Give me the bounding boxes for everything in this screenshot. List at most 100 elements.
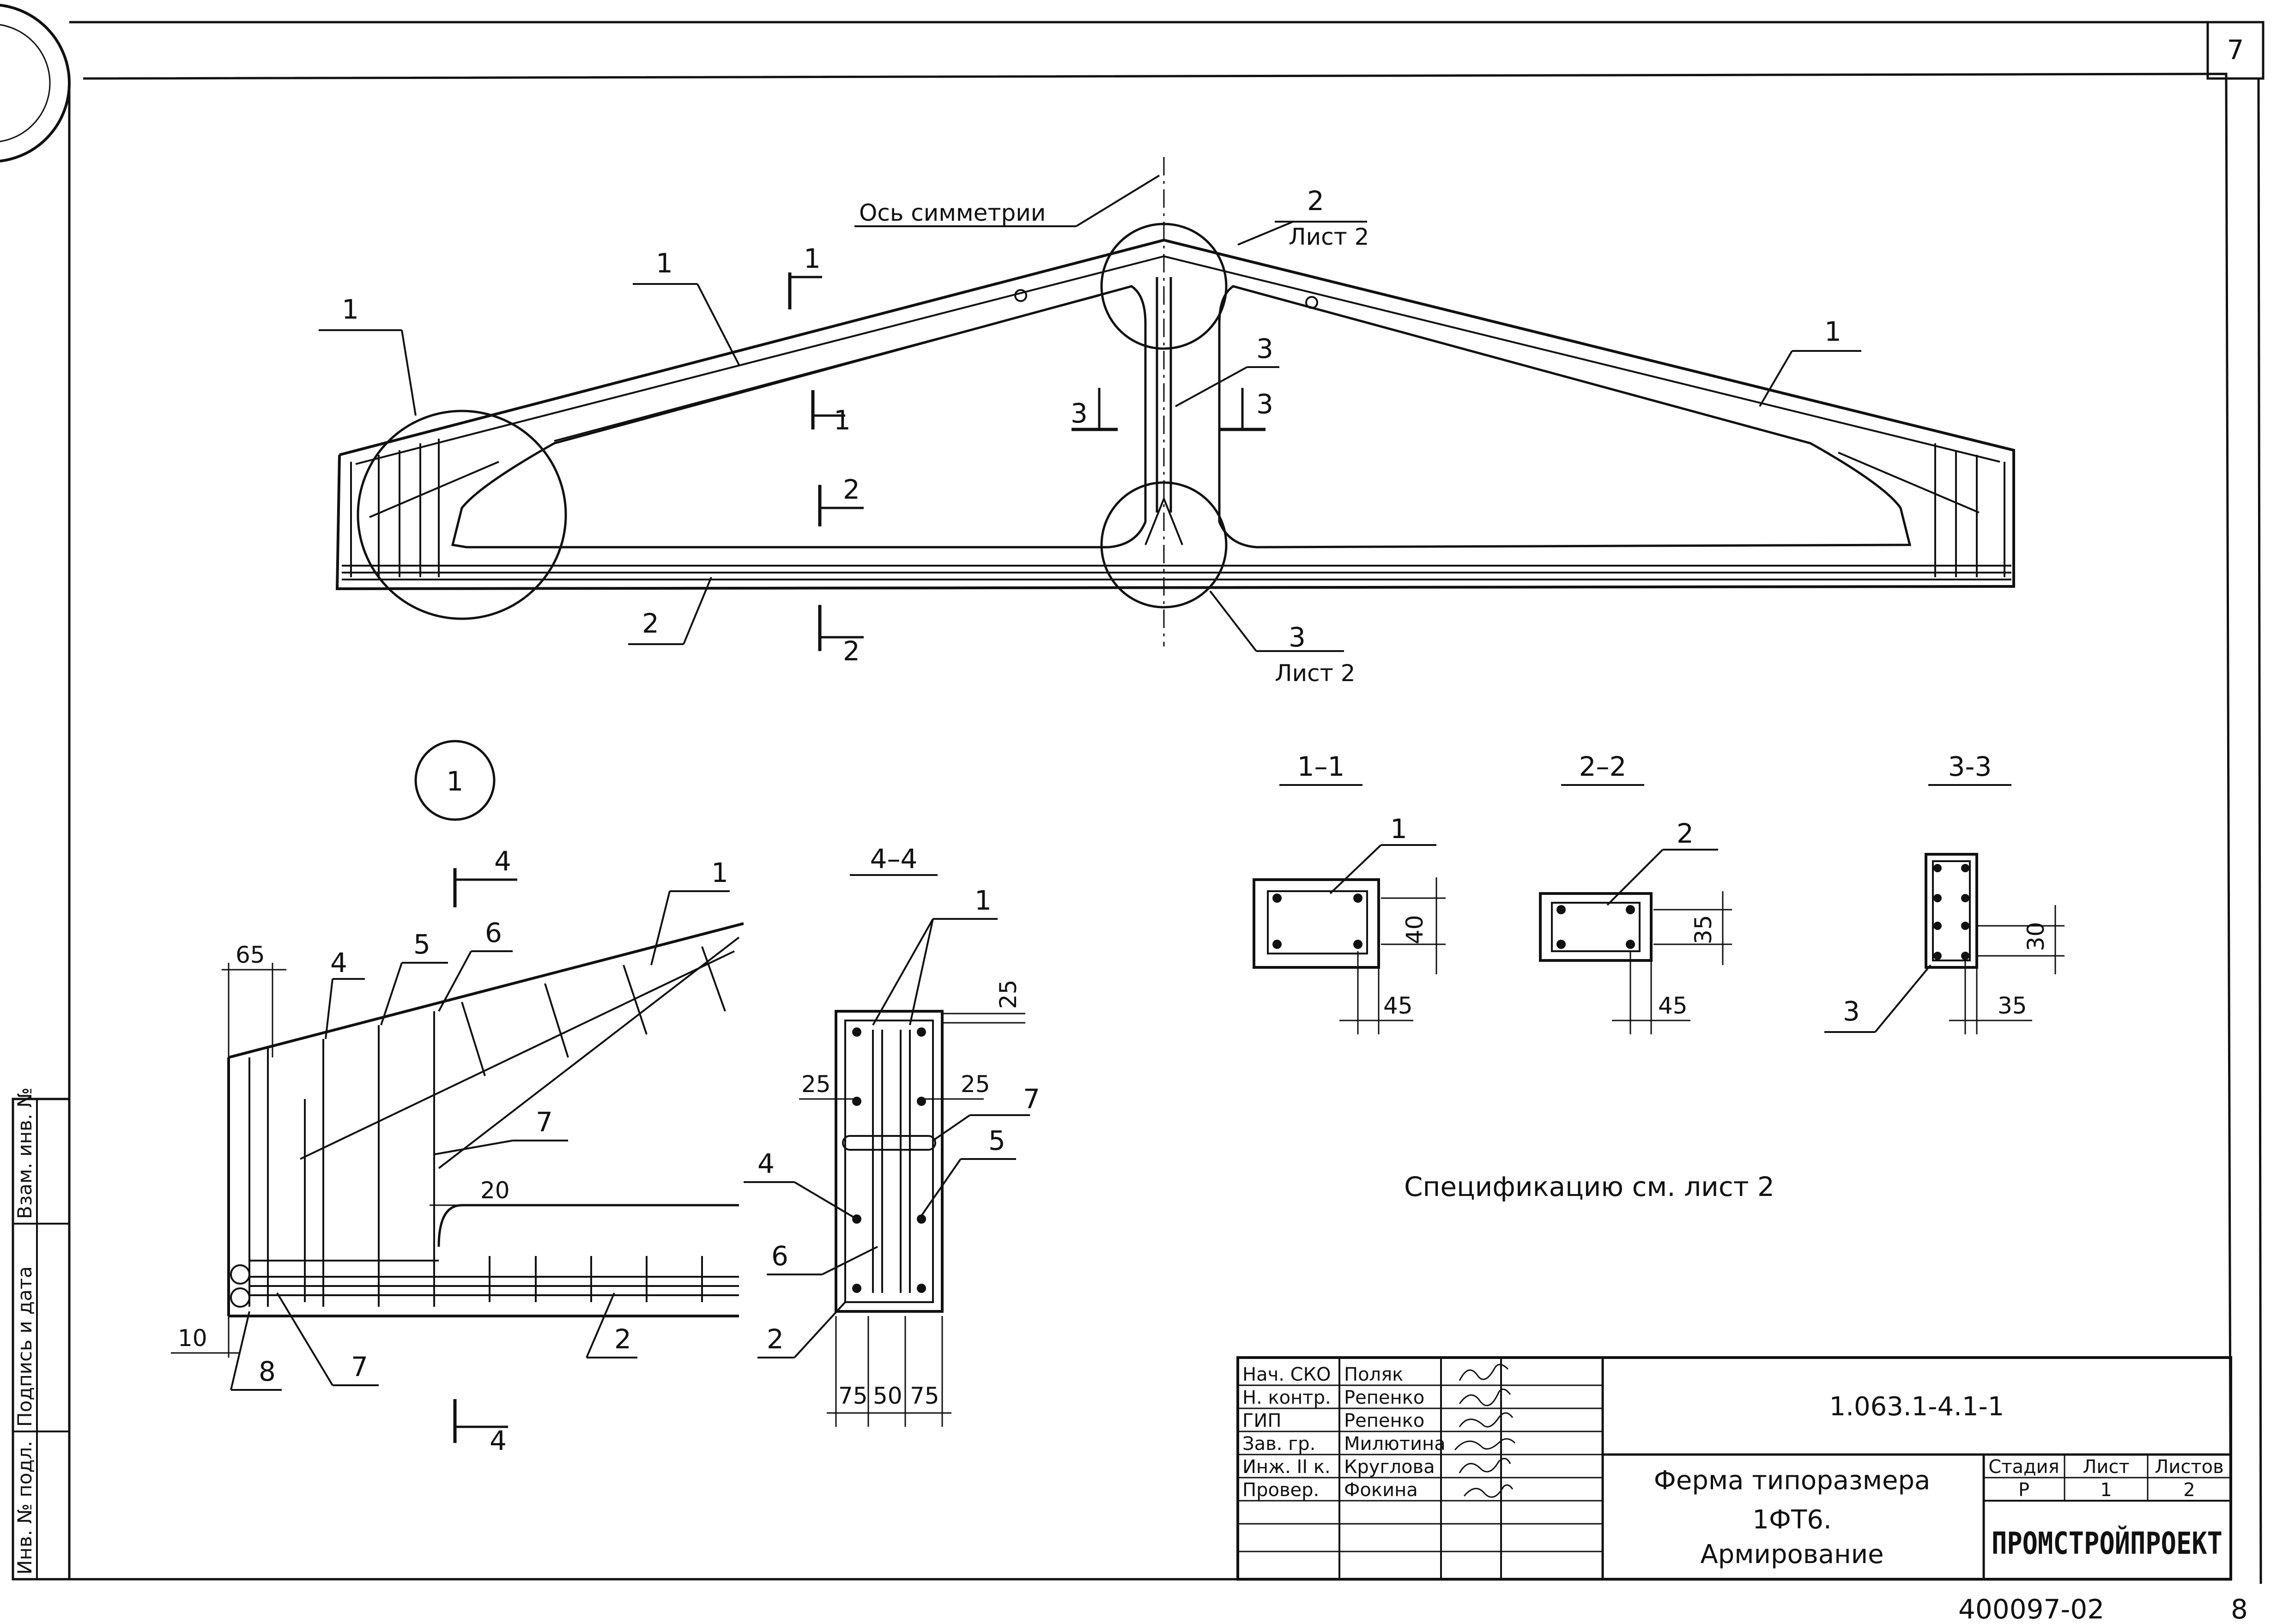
detail-pos-7b: 7 <box>351 1351 368 1383</box>
detail-pos-7a: 7 <box>536 1106 553 1138</box>
node-circle-left <box>357 410 567 620</box>
section-2-2-dim-v: 35 <box>1690 915 1717 944</box>
detail-1-drawing <box>227 922 744 1317</box>
tb-name-4: Круглова <box>1344 1456 1435 1478</box>
detail-pos-4: 4 <box>330 947 347 978</box>
detail-pos-8: 8 <box>259 1356 276 1387</box>
truss-elevation <box>335 157 2015 646</box>
section-1-1: 1–1 <box>1253 751 1446 1034</box>
node-2-sheet-label: Лист 2 <box>1289 223 1369 250</box>
section-3-3: 3-3 <box>1824 751 2065 1034</box>
cut-3-right-label: 3 <box>1256 388 1273 420</box>
cut-marker-2-bottom <box>818 605 864 651</box>
cut-4-bottom-label: 4 <box>490 1425 507 1456</box>
tb-doc-code: 1.063.1-4.1-1 <box>1829 1392 2004 1422</box>
section-4-4-pos-2: 2 <box>767 1323 784 1355</box>
node-circle-top <box>1100 223 1228 350</box>
node-circle-bottom <box>1100 481 1228 609</box>
section-2-2-pos: 2 <box>1677 818 1694 849</box>
cut-1-bottom-label: 1 <box>834 404 851 436</box>
side-stamp: Взам. инв. № Подпись и дата Инв. № подл. <box>12 1087 71 1581</box>
tb-name-0: Поляк <box>1344 1364 1403 1385</box>
tb-sheet-value: 1 <box>2100 1479 2112 1501</box>
cut-marker-1-bottom <box>811 390 845 429</box>
elev-callout-web: 3 <box>1256 333 1273 364</box>
title-block <box>1236 1356 2232 1581</box>
tb-role-4: Инж. II к. <box>1242 1456 1331 1478</box>
tb-sheet-label: Лист <box>2083 1456 2129 1478</box>
section-2-2-dim-h: 45 <box>1658 992 1688 1019</box>
section-1-1-pos: 1 <box>1390 813 1407 845</box>
detail-dim-10: 10 <box>178 1325 207 1352</box>
cut-marker-4-top <box>453 868 517 907</box>
tb-name-1: Репенко <box>1344 1387 1424 1408</box>
footer-page: 8 <box>2231 1594 2248 1624</box>
corner-number: 7 <box>2227 34 2244 66</box>
section-4-4-dim-25-left: 25 <box>801 1071 831 1098</box>
tb-title-line1: Ферма типоразмера <box>1654 1466 1931 1496</box>
footer-code: 400097-02 <box>1958 1594 2104 1624</box>
tb-role-1: Н. контр. <box>1242 1387 1331 1408</box>
tb-role-5: Провер. <box>1242 1479 1319 1501</box>
elev-callout-left-top: 1 <box>342 294 359 325</box>
section-3-3-title: 3-3 <box>1948 751 1992 782</box>
section-1-1-dim-v: 40 <box>1401 915 1428 944</box>
tb-role-0: Нач. СКО <box>1242 1364 1331 1385</box>
section-4-4-pos-1: 1 <box>975 885 992 916</box>
specification-note: Спецификацию см. лист 2 <box>1404 1171 1774 1202</box>
detail-pos-5: 5 <box>413 929 430 960</box>
tb-organization: ПРОМСТРОЙПРОЕКТ <box>1992 1525 2222 1561</box>
detail-pos-2: 2 <box>614 1323 631 1355</box>
cut-marker-1-top <box>788 272 822 309</box>
cut-2-top-label: 2 <box>843 474 860 505</box>
signatures-icon <box>1454 1364 1516 1498</box>
section-3-3-dim-v: 30 <box>2023 922 2049 951</box>
section-3-3-dim-h: 35 <box>1998 992 2027 1019</box>
cut-3-left-label: 3 <box>1071 398 1088 429</box>
detail-dim-65: 65 <box>236 942 265 968</box>
node-3-sheet-label: Лист 2 <box>1275 660 1355 687</box>
tb-title-line2: 1ФТ6. <box>1752 1505 1831 1535</box>
tb-name-3: Милютина <box>1344 1433 1446 1455</box>
elev-callout-bottom: 2 <box>642 608 659 639</box>
symmetry-axis-label: Ось симметрии <box>859 199 1046 226</box>
tb-sheets-value: 2 <box>2183 1479 2195 1501</box>
tb-name-5: Фокина <box>1344 1479 1418 1501</box>
tb-stage-value: Р <box>2018 1479 2029 1501</box>
section-4-4-dim-75-right: 75 <box>910 1383 939 1409</box>
tb-role-2: ГИП <box>1242 1410 1281 1431</box>
side-stamp-inv-podl: Инв. № подл. <box>13 1441 36 1575</box>
node-3-label: 3 <box>1289 622 1306 653</box>
detail-pos-6: 6 <box>485 917 502 948</box>
section-4-4-title: 4–4 <box>870 843 918 875</box>
section-4-4-dim-75-left: 75 <box>838 1383 868 1409</box>
cut-1-top-label: 1 <box>804 243 821 274</box>
elev-callout-top-chord: 1 <box>656 248 673 279</box>
tb-role-3: Зав. гр. <box>1242 1433 1315 1455</box>
section-4-4-dim-25-right: 25 <box>961 1071 990 1098</box>
section-2-2-title: 2–2 <box>1579 751 1627 782</box>
section-1-1-title: 1–1 <box>1297 751 1345 782</box>
detail-dim-20: 20 <box>480 1177 510 1204</box>
section-4-4-pos-7: 7 <box>1023 1083 1040 1115</box>
cut-marker-3-right <box>1219 388 1266 431</box>
cut-marker-2-top <box>818 485 864 526</box>
section-4-4-pos-4: 4 <box>757 1148 775 1179</box>
section-4-4-dim-50: 50 <box>873 1383 902 1409</box>
section-4-4-pos-6: 6 <box>771 1240 788 1272</box>
tb-title-line3: Армирование <box>1700 1539 1883 1570</box>
tb-stage-label: Стадия <box>1988 1456 2059 1478</box>
section-4-4-drawing <box>835 1010 944 1313</box>
side-stamp-vzam-inv: Взам. инв. № <box>13 1087 36 1219</box>
section-1-1-dim-h: 45 <box>1383 992 1413 1019</box>
detail-1-label: 1 <box>447 766 464 797</box>
section-4-4-pos-5: 5 <box>988 1125 1005 1156</box>
node-2-label: 2 <box>1307 185 1324 217</box>
section-2-2: 2–2 <box>1539 751 1732 1034</box>
archive-seal-icon <box>0 4 71 163</box>
cut-marker-4-bottom <box>453 1399 508 1443</box>
cut-marker-3-left <box>1072 388 1118 431</box>
elev-callout-right-chord: 1 <box>1824 316 1841 347</box>
side-stamp-podpis: Подпись и дата <box>13 1266 36 1427</box>
